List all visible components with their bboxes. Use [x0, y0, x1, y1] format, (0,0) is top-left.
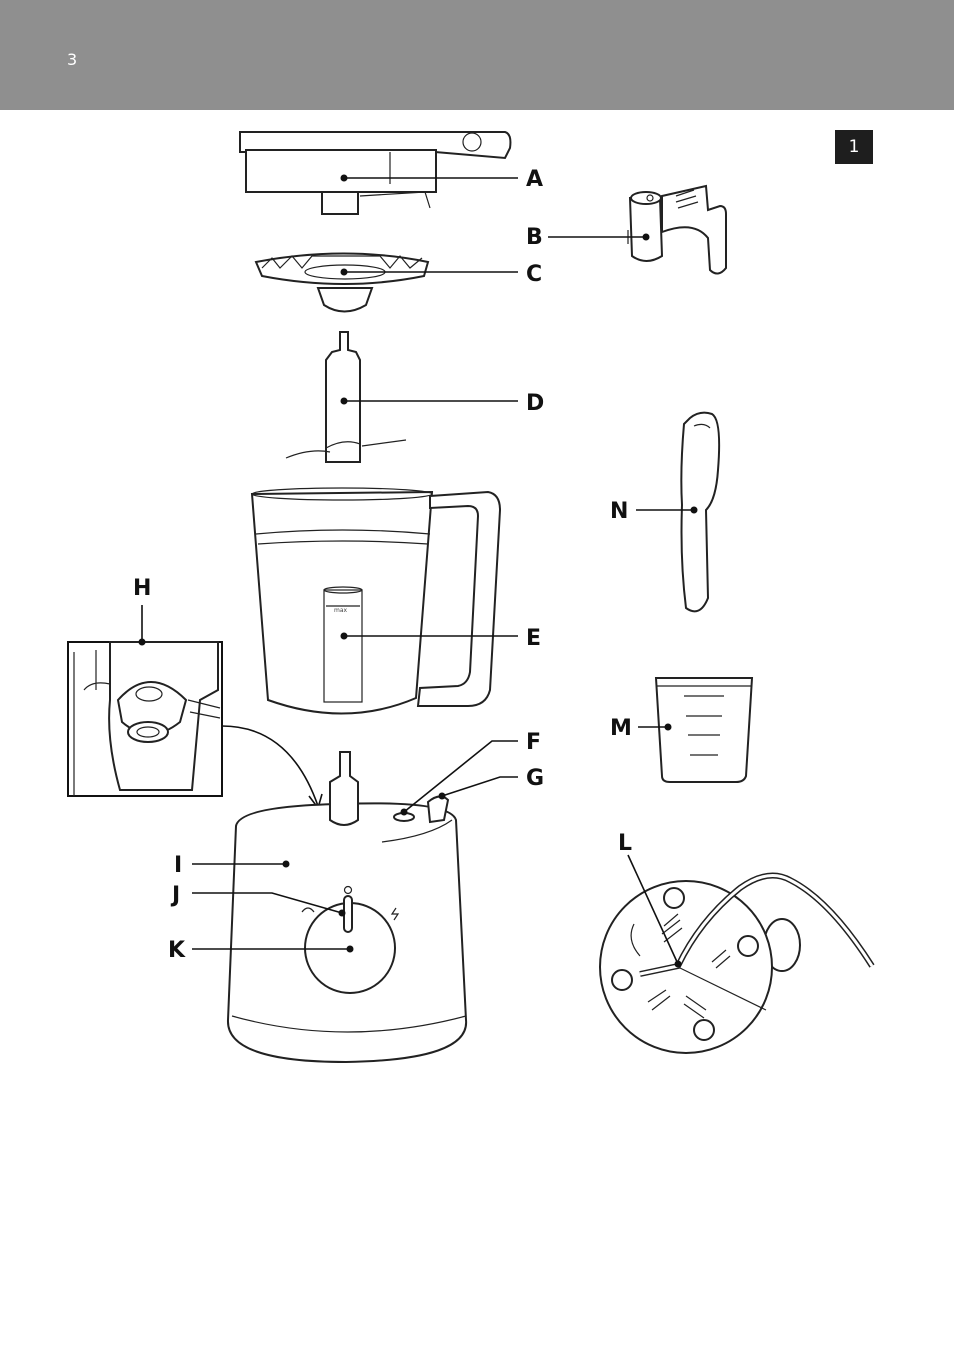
label-k: K [168, 938, 186, 963]
inset-arrow [222, 726, 318, 806]
label-d: D [526, 391, 544, 416]
lid-part-a [240, 132, 510, 214]
label-e: E [526, 626, 541, 651]
label-c: C [526, 262, 542, 287]
label-m: M [610, 716, 632, 741]
jar-max-mark: max [334, 607, 348, 614]
label-h: H [133, 576, 151, 601]
holder-part-b [628, 186, 726, 274]
spatula-part-n [681, 413, 719, 612]
base-underside-part-l [600, 876, 872, 1054]
measuring-cup-part-m [656, 678, 752, 782]
label-a: A [526, 167, 543, 192]
label-l: L [618, 831, 632, 856]
label-b: B [526, 225, 543, 250]
label-g: G [526, 766, 544, 791]
label-i: I [174, 853, 182, 878]
blade-unit-part-d [286, 332, 406, 462]
label-n: N [610, 499, 628, 524]
detail-inset-h [68, 642, 222, 796]
jar-part-e: max [252, 488, 500, 714]
splash-guard-part-c [256, 254, 428, 312]
label-j: J [170, 883, 180, 908]
motor-unit-part-i [228, 752, 466, 1062]
label-f: F [526, 730, 541, 755]
